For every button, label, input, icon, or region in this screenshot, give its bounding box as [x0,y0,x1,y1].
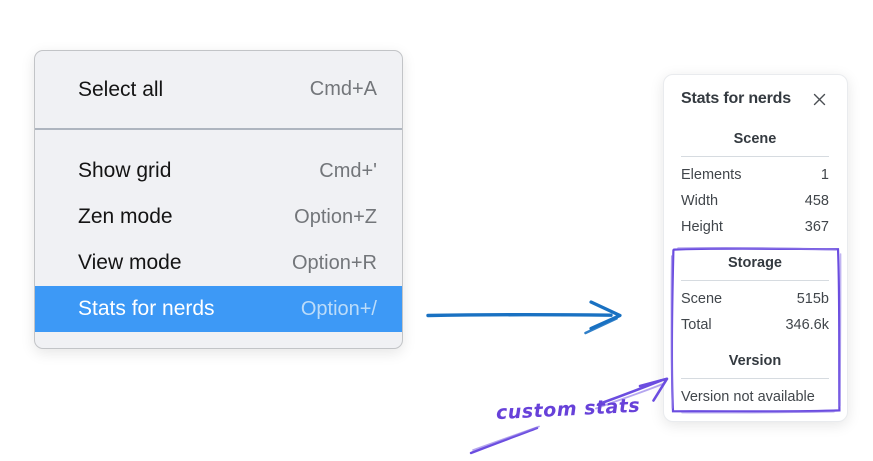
section-header-scene: Scene [733,131,777,147]
section-divider [681,156,829,157]
menu-item-label: Stats for nerds [78,297,215,320]
menu-item-stats-for-nerds[interactable]: Stats for nerds Option+/ [35,286,402,332]
menu-item-label: Select all [78,77,164,101]
menu-item-zen-mode[interactable]: Zen mode Option+Z [35,194,402,240]
stat-label: Total [681,317,712,333]
stat-label: Scene [681,291,723,307]
stat-value: 346.6k [785,317,829,333]
section-divider [681,280,829,281]
menu-item-shortcut: Option+R [291,251,377,274]
stat-label: Height [681,219,723,235]
stat-value: 1 [820,167,829,183]
context-menu: Select all Cmd+A Show grid Cmd+' Zen mod… [34,50,403,349]
stat-value: 458 [804,193,829,209]
flow-arrow [426,300,622,335]
stat-label: Width [681,193,719,209]
stat-value: 515b [796,291,829,307]
menu-group: Show grid Cmd+' Zen mode Option+Z View m… [35,148,402,332]
section-divider [681,378,829,379]
stat-row-scene-storage: Scene 515b [681,286,829,312]
stat-row-height: Height 367 [681,214,829,240]
menu-divider [35,128,402,130]
menu-item-shortcut: Option+/ [300,297,377,320]
menu-item-label: View mode [78,251,182,274]
stat-label: Elements [681,167,742,183]
menu-item-shortcut: Cmd+A [309,78,377,100]
menu-item-shortcut: Cmd+' [319,159,377,182]
stat-row-width: Width 458 [681,188,829,214]
stat-value: 367 [804,219,829,235]
stats-panel: Stats for nerds Scene Elements 1 Width 4… [663,74,848,422]
menu-item-label: Zen mode [78,205,173,228]
version-note: Version not available [681,389,815,405]
custom-stats-annotation: custom stats [495,394,641,425]
menu-item-shortcut: Option+Z [294,205,377,228]
close-icon[interactable] [811,91,827,107]
menu-item-label: Show grid [78,159,172,182]
menu-item-select-all[interactable]: Select all Cmd+A [35,67,402,112]
custom-stats-arrow [469,377,669,455]
section-header-storage: Storage [728,255,782,271]
menu-item-show-grid[interactable]: Show grid Cmd+' [35,148,402,194]
stat-row-total-storage: Total 346.6k [681,312,829,338]
section-header-version: Version [728,353,782,369]
menu-item-view-mode[interactable]: View mode Option+R [35,240,402,286]
stats-panel-title: Stats for nerds [681,90,791,107]
stat-row-elements: Elements 1 [681,162,829,188]
stats-panel-header: Stats for nerds [681,87,829,111]
